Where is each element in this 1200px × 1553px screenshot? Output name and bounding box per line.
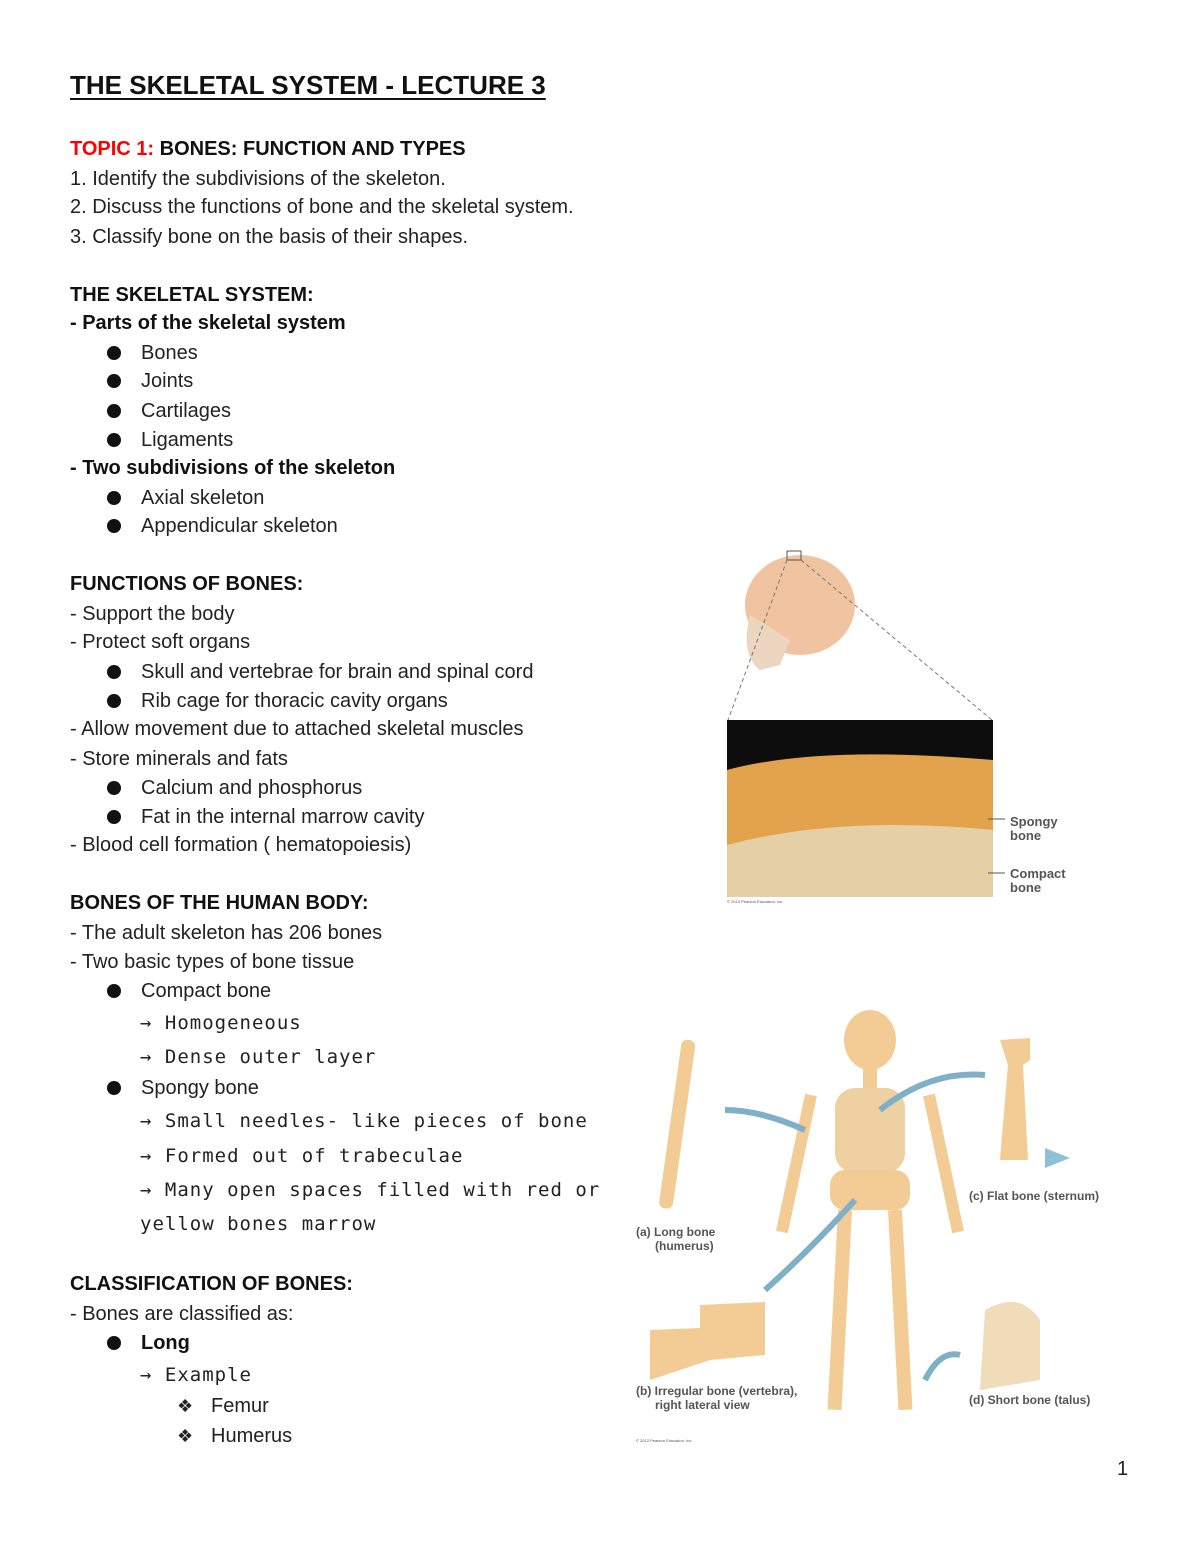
text-line: - Allow movement due to attached skeleta… bbox=[70, 718, 524, 740]
item-text: Bones bbox=[141, 342, 198, 364]
copyright-text: © 2013 Pearson Education, Inc. bbox=[727, 899, 784, 904]
list-item: Spongy bone bbox=[107, 1075, 259, 1101]
item-text: Fat in the internal marrow cavity bbox=[141, 806, 425, 828]
cartilage-tip bbox=[1045, 1148, 1070, 1168]
section-heading: BONES OF THE HUMAN BODY: bbox=[70, 892, 369, 914]
list-item: Axial skeleton bbox=[107, 485, 264, 511]
list-item: Cartilages bbox=[107, 398, 231, 424]
list-item: Fat in the internal marrow cavity bbox=[107, 804, 424, 830]
flat-bone-label: (c) Flat bone (sternum) bbox=[969, 1189, 1100, 1203]
page-number: 1 bbox=[1117, 1458, 1129, 1480]
sub-item: → Dense outer layer bbox=[140, 1046, 377, 1068]
short-bone-label: (d) Short bone (talus) bbox=[969, 1393, 1091, 1407]
list-item: Compact bone bbox=[107, 978, 271, 1004]
text-line: - Protect soft organs bbox=[70, 631, 251, 653]
list-item: Joints bbox=[107, 368, 193, 394]
bullet-icon bbox=[107, 346, 121, 360]
bullet-icon bbox=[107, 519, 121, 533]
item-text: Humerus bbox=[211, 1425, 293, 1447]
list-item: Bones bbox=[107, 340, 198, 366]
text-line: - Blood cell formation ( hematopoiesis) bbox=[70, 834, 412, 856]
item-text: Skull and vertebrae for brain and spinal… bbox=[141, 661, 534, 683]
diamond-bullet-icon: ❖ bbox=[177, 1396, 194, 1416]
bullet-icon bbox=[107, 1081, 121, 1095]
subheading: - Parts of the skeletal system bbox=[70, 312, 346, 334]
bullet-icon bbox=[107, 404, 121, 418]
skeleton-illustration bbox=[650, 1010, 1040, 1411]
bullet-icon bbox=[107, 665, 121, 679]
item-text: Spongy bone bbox=[141, 1077, 259, 1099]
section-heading: FUNCTIONS OF BONES: bbox=[70, 573, 304, 595]
objective: 3. Classify bone on the basis of their s… bbox=[70, 226, 469, 248]
item-text: Long bbox=[141, 1332, 190, 1354]
bullet-icon bbox=[107, 433, 121, 447]
item-text: Compact bone bbox=[141, 980, 272, 1002]
list-item: Appendicular skeleton bbox=[107, 513, 338, 539]
long-bone-label: (a) Long bone(humerus) bbox=[636, 1225, 716, 1253]
diamond-bullet-icon: ❖ bbox=[177, 1426, 194, 1446]
skeleton-figure bbox=[650, 1010, 1070, 1411]
bullet-icon bbox=[107, 810, 121, 824]
sub-item: → Homogeneous bbox=[140, 1012, 302, 1034]
irregular-bone-label: (b) Irregular bone (vertebra),right late… bbox=[636, 1384, 798, 1412]
list-item: ❖ Femur bbox=[177, 1393, 269, 1419]
list-item: ❖ Humerus bbox=[177, 1423, 292, 1449]
text-line: - The adult skeleton has 206 bones bbox=[70, 922, 383, 944]
text-line: - Store minerals and fats bbox=[70, 748, 288, 770]
sub-item: → Example bbox=[140, 1364, 252, 1386]
subheading: - Two subdivisions of the skeleton bbox=[70, 457, 396, 479]
item-text: Calcium and phosphorus bbox=[141, 777, 363, 799]
sub-item: → Many open spaces filled with red or bbox=[140, 1179, 601, 1201]
objective: 1. Identify the subdivisions of the skel… bbox=[70, 168, 446, 190]
bullet-icon bbox=[107, 781, 121, 795]
topic-text: BONES: FUNCTION AND TYPES bbox=[154, 138, 466, 160]
text-line: - Bones are classified as: bbox=[70, 1303, 294, 1325]
copyright-text: © 2012 Pearson Education, Inc. bbox=[636, 1438, 693, 1443]
item-text: Axial skeleton bbox=[141, 487, 265, 509]
topic-label: TOPIC 1: bbox=[70, 138, 155, 160]
sub-item: → Small needles- like pieces of bone bbox=[140, 1110, 588, 1132]
item-text: Joints bbox=[141, 370, 194, 392]
list-item: Calcium and phosphorus bbox=[107, 775, 362, 801]
sub-item: → Formed out of trabeculae bbox=[140, 1145, 464, 1167]
item-text: Appendicular skeleton bbox=[141, 515, 338, 537]
sub-item: yellow bones marrow bbox=[140, 1213, 377, 1235]
bullet-icon bbox=[107, 984, 121, 998]
bullet-icon bbox=[107, 1336, 121, 1350]
item-text: Cartilages bbox=[141, 400, 232, 422]
topic-heading: TOPIC 1: BONES: FUNCTION AND TYPES bbox=[70, 136, 466, 162]
item-text: Rib cage for thoracic cavity organs bbox=[141, 690, 448, 712]
list-item: Ligaments bbox=[107, 427, 233, 453]
text-line: - Support the body bbox=[70, 603, 235, 625]
item-text: Ligaments bbox=[141, 429, 234, 451]
bullet-icon bbox=[107, 491, 121, 505]
list-item: Skull and vertebrae for brain and spinal… bbox=[107, 659, 533, 685]
list-item: Long bbox=[107, 1330, 190, 1356]
objective: 2. Discuss the functions of bone and the… bbox=[70, 196, 574, 218]
page-title: THE SKELETAL SYSTEM - LECTURE 3 bbox=[70, 70, 546, 100]
bullet-icon bbox=[107, 694, 121, 708]
section-heading: CLASSIFICATION OF BONES: bbox=[70, 1273, 353, 1295]
item-text: Femur bbox=[211, 1395, 269, 1417]
list-item: Rib cage for thoracic cavity organs bbox=[107, 688, 448, 714]
text-line: - Two basic types of bone tissue bbox=[70, 951, 355, 973]
skull-bone-section-figure bbox=[727, 550, 1005, 897]
bullet-icon bbox=[107, 374, 121, 388]
section-heading: THE SKELETAL SYSTEM: bbox=[70, 284, 314, 306]
